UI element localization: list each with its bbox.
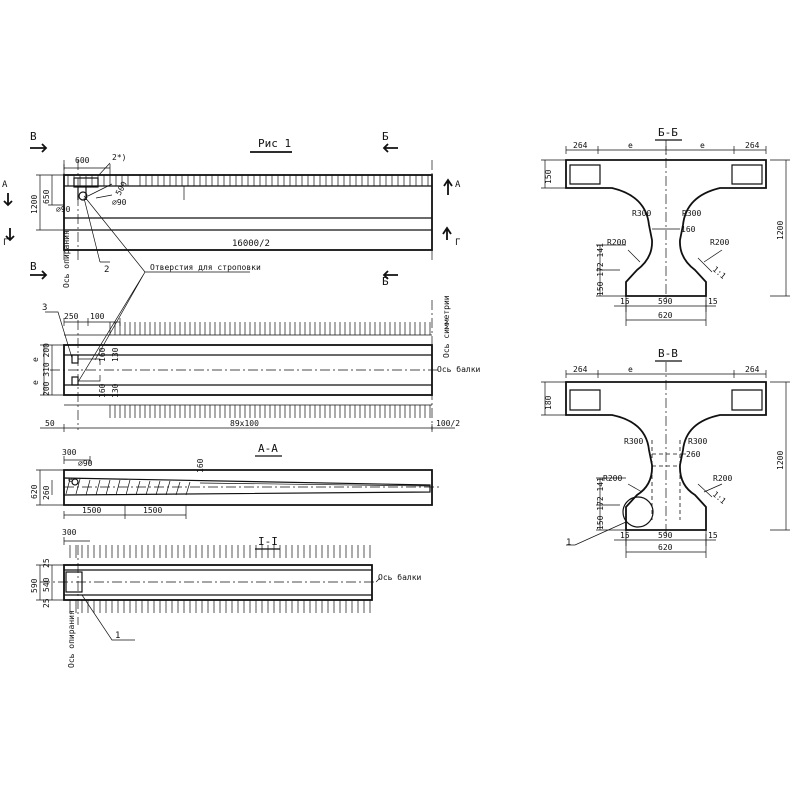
aa-dim-620: 620 xyxy=(30,484,39,499)
vv-dim-264-left: 264 xyxy=(573,365,588,374)
bb-dim-590: 590 xyxy=(658,297,673,306)
vv-dim-1200: 1200 xyxy=(776,451,785,470)
aa-dim-160: 160 xyxy=(196,458,205,473)
s11-axis-support: Ось опирания xyxy=(67,610,76,668)
section-a-a: А-А 300 ⌀90 620 260 e 160 1500 1500 xyxy=(30,442,440,519)
section-mark-v-bottom-left: В xyxy=(30,260,37,273)
bb-dim-160: 160 xyxy=(681,225,696,234)
aa-dim-1500-a: 1500 xyxy=(82,506,101,515)
vv-dim-260: 260 xyxy=(686,450,701,459)
vv-dim-590: 590 xyxy=(658,531,673,540)
dim-50: 50 xyxy=(45,419,55,428)
dim-250: 250 xyxy=(64,312,79,321)
bb-r200-left: R200 xyxy=(607,238,626,247)
dim-89x100: 89x100 xyxy=(230,419,259,428)
vv-dim-e: e xyxy=(628,365,633,374)
dim-dia-90-right: ⌀90 xyxy=(112,198,127,207)
vv-dim-180: 180 xyxy=(544,395,553,410)
lifting-holes-label: Отверстия для строповки xyxy=(150,263,261,272)
vv-r300-left: R300 xyxy=(624,437,643,446)
section-mark-b-bottom-right: Б xyxy=(382,275,389,288)
axis-beam-label: Ось балки xyxy=(437,364,481,374)
bb-dim-15-right: 15 xyxy=(708,297,718,306)
aa-dim-e: e xyxy=(68,475,73,484)
bb-dims-left: 150 172 141 xyxy=(596,243,605,296)
bb-r200-right: R200 xyxy=(710,238,729,247)
vv-r200-right: R200 xyxy=(713,474,732,483)
bb-dim-1200: 1200 xyxy=(776,221,785,240)
s11-callout-1: 1 xyxy=(115,631,120,641)
bb-dim-264-right: 264 xyxy=(745,141,760,150)
dim-600: 600 xyxy=(75,156,90,165)
vv-dim-620: 620 xyxy=(658,543,673,552)
vv-dim-15-left: 15 xyxy=(620,531,630,540)
dim-130-bottom: 130 xyxy=(111,383,120,398)
aa-dim-260: 260 xyxy=(42,485,51,500)
section-b-b: Б-Б 264 e e 264 150 R300 R300 160 R200 R… xyxy=(541,126,790,326)
section-mark-a-right: А xyxy=(455,180,461,190)
s11-dim-25-bottom: 25 xyxy=(42,598,51,608)
aa-dim-1500-b: 1500 xyxy=(143,506,162,515)
vv-dim-264-right: 264 xyxy=(745,365,760,374)
dim-100-2: 100/2 xyxy=(436,419,460,428)
bb-slope: 1:1 xyxy=(711,265,728,281)
bb-dim-150: 150 xyxy=(544,169,553,184)
callout-3: 3 xyxy=(42,303,47,313)
section-v-v: В-В 264 e 264 180 R300 R300 260 R200 R20… xyxy=(541,347,790,558)
dim-650: 650 xyxy=(42,189,51,204)
s11-dim-300: 300 xyxy=(62,528,77,537)
vv-slope: 1:1 xyxy=(711,490,728,506)
bb-dim-264-left: 264 xyxy=(573,141,588,150)
note-2: 2*) xyxy=(112,153,126,162)
dim-e-top: e xyxy=(31,357,40,362)
bb-dim-e-right: e xyxy=(700,141,705,150)
dim-1200: 1200 xyxy=(30,195,39,214)
vv-dims-left: 150 172 141 xyxy=(596,477,605,530)
bb-r300-left: R300 xyxy=(632,209,651,218)
dim-130-top: 130 xyxy=(111,347,120,362)
s11-dim-540: 540 xyxy=(42,577,51,592)
aa-dim-dia-90: ⌀90 xyxy=(78,459,93,468)
plan-view: 3 250 100 200 310 200 e e 160 130 160 13… xyxy=(31,271,481,432)
s11-axis-beam: Ось балки xyxy=(378,572,422,582)
dim-length: 16000/2 xyxy=(232,239,270,249)
bb-dim-e-left: e xyxy=(628,141,633,150)
section-mark-v-top-left: В xyxy=(30,130,37,143)
dims-left-stack: 200 310 200 xyxy=(42,343,51,396)
main-elevation: Рис 1 В Б В Б А А Г Г xyxy=(2,130,461,288)
bb-dim-15-left: 15 xyxy=(620,297,630,306)
s11-dim-590: 590 xyxy=(30,578,39,593)
section-1-1: I-I 300 590 25 540 25 Ось балки Ось опир… xyxy=(30,528,422,668)
vv-r300-right: R300 xyxy=(688,437,707,446)
vv-callout-1: 1 xyxy=(566,538,571,548)
vv-r200-left: R200 xyxy=(603,474,622,483)
section-mark-g-right: Г xyxy=(455,238,460,248)
dim-160-bottom: 160 xyxy=(98,383,107,398)
section-mark-g-left: Г xyxy=(3,238,8,248)
dim-160-top: 160 xyxy=(98,347,107,362)
s11-dim-25-top: 25 xyxy=(42,558,51,568)
section-11-title: I-I xyxy=(258,535,278,548)
section-mark-b-top-right: Б xyxy=(382,130,389,143)
aa-dim-300: 300 xyxy=(62,448,77,457)
section-vv-title: В-В xyxy=(658,347,678,360)
section-mark-a-left: А xyxy=(2,180,8,190)
axis-symmetry-label: Ось симметрии xyxy=(442,295,451,358)
dim-e-bottom: e xyxy=(31,380,40,385)
axis-support-label: Ось опирания xyxy=(62,230,71,288)
callout-2: 2 xyxy=(104,265,109,275)
bb-dim-620: 620 xyxy=(658,311,673,320)
figure-title: Рис 1 xyxy=(258,137,291,150)
bb-r300-right: R300 xyxy=(682,209,701,218)
vv-dim-15-right: 15 xyxy=(708,531,718,540)
dim-100: 100 xyxy=(90,312,105,321)
detail-circle-1 xyxy=(622,496,654,528)
section-bb-title: Б-Б xyxy=(658,126,678,139)
dim-dia-90-left: ⌀90 xyxy=(56,205,71,214)
section-aa-title: А-А xyxy=(258,442,278,455)
